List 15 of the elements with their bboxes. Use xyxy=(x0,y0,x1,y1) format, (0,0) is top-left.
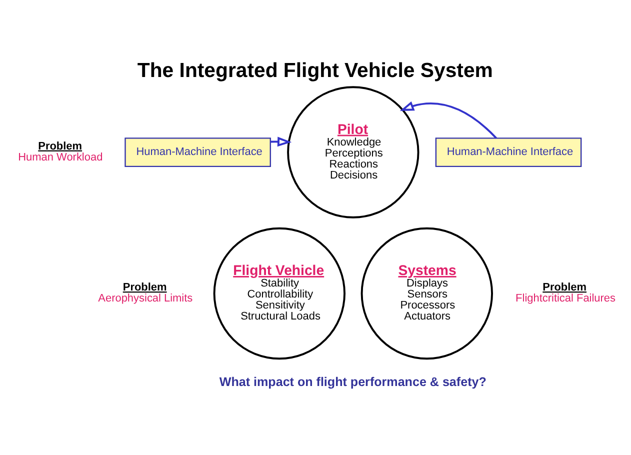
node-label: Problem xyxy=(542,281,587,294)
node-circle: Flight Vehicle Stability Controllability Sensitivity Structural Loads xyxy=(213,226,346,360)
node-circle: Pilot Knowledge Perceptions Reactions Decisions xyxy=(287,86,420,218)
node-label: Flightcritical Failures xyxy=(516,292,616,304)
diagram-title: The Integrated Flight Vehicle System xyxy=(137,59,493,82)
node-label: Human Workload xyxy=(18,150,103,163)
node-box: Human-Machine Interface xyxy=(124,137,271,166)
node-label: Aerophysical Limits xyxy=(98,292,193,304)
node-box: Human-Machine Interface xyxy=(435,137,582,166)
arrow xyxy=(400,100,497,138)
node-circle: Systems Displays Sensors Processors Actuators xyxy=(360,226,493,360)
node-label: Problem xyxy=(122,281,167,294)
caption: What impact on flight performance & safety? xyxy=(219,374,486,388)
node-label: Problem xyxy=(38,140,82,152)
arrow xyxy=(270,136,292,146)
